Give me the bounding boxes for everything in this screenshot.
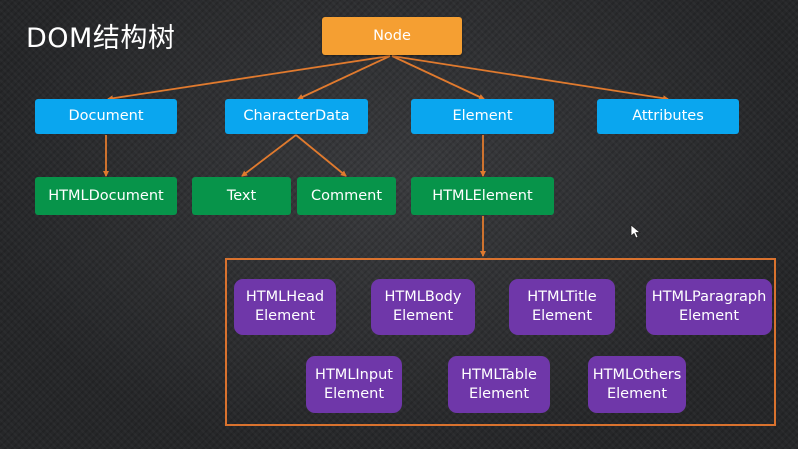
node-htmlparagraph-element-label: HTMLParagraph Element	[651, 289, 767, 324]
node-htmlbody-element-label: HTMLBody Element	[384, 289, 462, 324]
edge-node-element	[391, 55, 485, 100]
element-types-group	[225, 258, 776, 426]
node-element: Element	[411, 99, 554, 134]
node-comment-label: Comment	[310, 187, 383, 204]
node-htmlparagraph-element: HTMLParagraph Element	[646, 279, 772, 335]
node-characterdata-label: CharacterData	[243, 108, 350, 124]
mouse-cursor-icon	[630, 224, 642, 239]
node-htmldocument-label: HTMLDocument	[48, 187, 164, 204]
node-root-label: Node	[373, 27, 411, 44]
node-element-label: Element	[452, 108, 513, 124]
node-document: Document	[35, 99, 177, 134]
node-htmlinput-element-label: HTMLInput Element	[315, 366, 393, 402]
edge-node-attributes	[391, 55, 669, 102]
node-attributes: Attributes	[597, 99, 739, 134]
node-htmlinput-element: HTMLInput Element	[306, 356, 402, 413]
node-htmltitle-element-label: HTMLTitle Element	[527, 289, 597, 324]
node-root: Node	[322, 17, 462, 55]
page-title: DOM结构树	[26, 23, 176, 54]
node-characterdata: CharacterData	[225, 99, 368, 134]
node-htmlelement: HTMLElement	[411, 177, 554, 215]
node-htmlhead-element: HTMLHead Element	[234, 279, 336, 335]
node-attributes-label: Attributes	[632, 108, 704, 124]
node-text: Text	[192, 177, 291, 215]
node-htmlothers-element-label: HTMLOthers Element	[592, 366, 682, 402]
edge-characterdata-comment	[295, 134, 347, 177]
node-document-label: Document	[68, 108, 144, 124]
node-htmldocument: HTMLDocument	[35, 177, 177, 215]
node-htmltable-element-label: HTMLTable Element	[461, 366, 537, 402]
node-comment: Comment	[297, 177, 396, 215]
node-text-label: Text	[226, 187, 257, 204]
node-htmltable-element: HTMLTable Element	[448, 356, 550, 413]
node-htmlbody-element: HTMLBody Element	[371, 279, 475, 335]
edge-characterdata-text	[241, 134, 297, 177]
node-htmlhead-element-label: HTMLHead Element	[245, 289, 325, 324]
edge-node-document	[107, 55, 391, 102]
edge-node-characterdata	[297, 55, 391, 100]
node-htmlelement-label: HTMLElement	[432, 187, 533, 204]
node-htmlothers-element: HTMLOthers Element	[588, 356, 686, 413]
node-htmltitle-element: HTMLTitle Element	[509, 279, 615, 335]
